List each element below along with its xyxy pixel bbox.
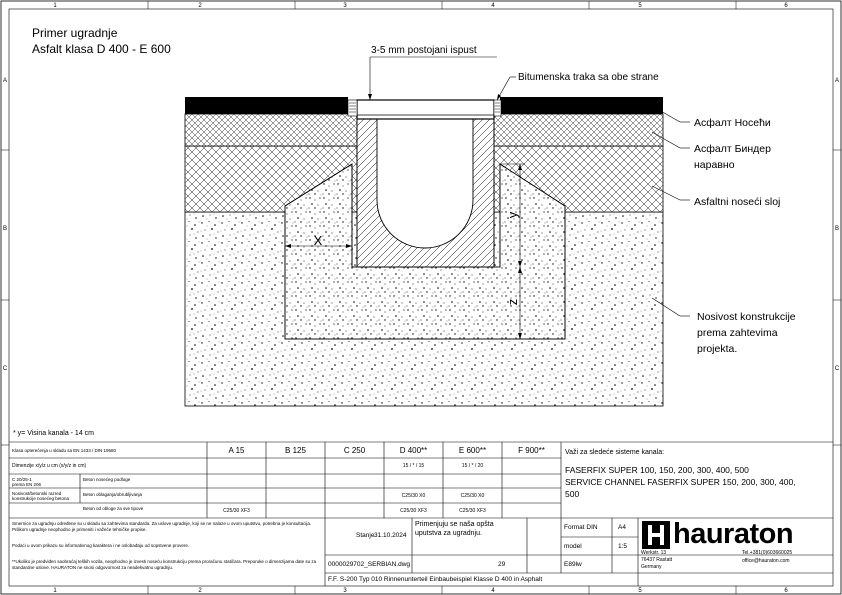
drawing-number: 0000029702_SERBIAN.dwg [328,561,411,568]
address-line3: Germany [641,564,662,570]
frame-col-2-bottom: 2 [198,588,202,594]
notice-line2: uputstva za ugradnju. [415,530,482,537]
specification-table-grid [9,441,833,519]
class-e600: E 600** [458,446,487,455]
row3-label: Beton nosećeg podloge [83,477,131,482]
row4-e600: C25/30 X0 [460,493,485,499]
frame-col-5-bottom: 5 [638,588,642,594]
systems-line3: 500 [565,489,580,499]
hauraton-logo-icon [642,521,670,549]
row4-d400: C25/30 X0 [401,493,426,499]
frame-col-5: 5 [638,3,642,9]
class-f900: F 900** [518,446,545,455]
email: office@hauraton.com [742,558,790,564]
frame-col-3-bottom: 3 [343,588,347,594]
dimension-x-label: X [314,233,323,248]
hauraton-logo-text: hauraton [673,518,794,550]
row5-b125: C25/30 XF3 [223,508,250,514]
row5-d400: C25/30 XF3 [400,508,427,514]
frame-col-4-bottom: 4 [491,588,495,594]
frame-col-6-bottom: 6 [784,588,788,594]
notice-line1: Primenjuju se naša opšta [415,521,494,528]
telephone: Tel.+381(0)603660025 [742,550,793,556]
bitumen-tape-right [493,99,502,117]
row4-left-a: Nosivost/betonski razred [12,491,62,496]
asphalt-wearing-left [185,97,348,114]
address-line1: Werkstr. 13 [641,550,667,556]
frame-row-b-right: B [835,226,839,232]
frame-row-a: A [3,78,7,84]
class-b125: B 125 [285,446,306,455]
dims-d400: 15 / * / 15 [402,463,425,469]
class-a15: A 15 [228,446,245,455]
callout-bearing-1: Nosivost konstrukcije [697,311,796,323]
asphalt-wearing-right [500,97,663,114]
revision: E89lw [564,561,582,568]
row4-label: Beton oblaganja/obrubljivanja [83,492,143,497]
systems-label: Važi za sledeće sisteme kanala: [565,449,665,456]
row4-left-b: konstrukcije nosećeg betona [12,496,70,501]
callout-asphalt-binder: Асфалт Биндер [694,143,771,155]
frame-row-c: C [3,366,8,372]
drawing-title-line2: Asfalt klasa D 400 - E 600 [32,42,171,56]
note-1: Smernice za ugradnju određene su u sklad… [12,521,312,532]
frame-col-1-bottom: 1 [53,588,57,594]
dimension-y-label: y [505,211,520,218]
frame-col-4: 4 [491,3,495,9]
frame-col-1: 1 [53,3,57,9]
frame-row-c-right: C [835,366,840,372]
systems-line1: FASERFIX SUPER 100, 150, 200, 300, 400, … [565,465,749,475]
frame-row-b: B [3,226,7,232]
dimension-z-label: z [505,299,520,306]
status-label: Stanje [356,532,375,539]
format-label: Format DIN [564,524,598,531]
frame-col-2: 2 [198,3,202,9]
frame-col-6: 6 [784,3,788,9]
callout-asphalt-binder-2: наравно [694,159,735,171]
bitumen-tape-left [347,99,358,117]
footnote: * y= Visina kanala - 14 cm [13,430,94,437]
address-line2: 76437 Rastatt [641,557,673,563]
table-load-class-label: Klasa opterećenja u skladu sa EN 1433 / … [12,448,117,453]
callout-bitumen-tape: Bitumenska traka sa obe strane [518,72,659,83]
callout-asphalt-base: Asfaltni noseći sloj [694,196,780,208]
dims-e600: 15 / * / 20 [461,463,484,469]
scale-label: model [564,543,582,550]
channel-inner-profile [376,118,474,249]
class-d400: D 400** [399,446,428,455]
scale-value: 1:5 [618,543,628,550]
drawing-title-line1: Primer ugradnje [32,26,118,40]
class-c250: C 250 [343,446,366,455]
callout-bearing-3: projekta. [697,343,737,355]
row5-e600: C25/30 XF3 [459,508,486,514]
frame-col-3: 3 [343,3,347,9]
callout-asphalt-wearing: Асфалт Носећи [694,117,771,129]
note-3: **Ukoliko je predviđen saobraćaj teških … [12,559,317,570]
row3-left-b: prema EN 206 [12,482,42,487]
footer-title: F.F. S-200 Typ 010 Rinnenunterteil Einba… [328,576,543,583]
status-date: 31.10.2024 [374,532,407,539]
note-2: Podaci u ovom prikazu su informativnog k… [12,543,190,548]
format-value: A4 [618,524,626,531]
systems-line2: SERVICE CHANNEL FASERFIX SUPER 150, 200,… [565,477,796,487]
frame-row-a-right: A [835,78,839,84]
bedding-concrete [284,163,566,340]
sheet-number: 29 [498,561,506,568]
row5-label: Beton od obloge za sve tipove [83,506,144,511]
callout-bearing-2: prema zahtevima [697,327,778,339]
row3-left-a: C 20/25-1 [12,477,32,482]
callout-outflow: 3-5 mm postojani ispust [371,45,477,56]
row-dims-label: Dimenzije x/y/z u cm (x/y/z in cm) [12,463,87,469]
